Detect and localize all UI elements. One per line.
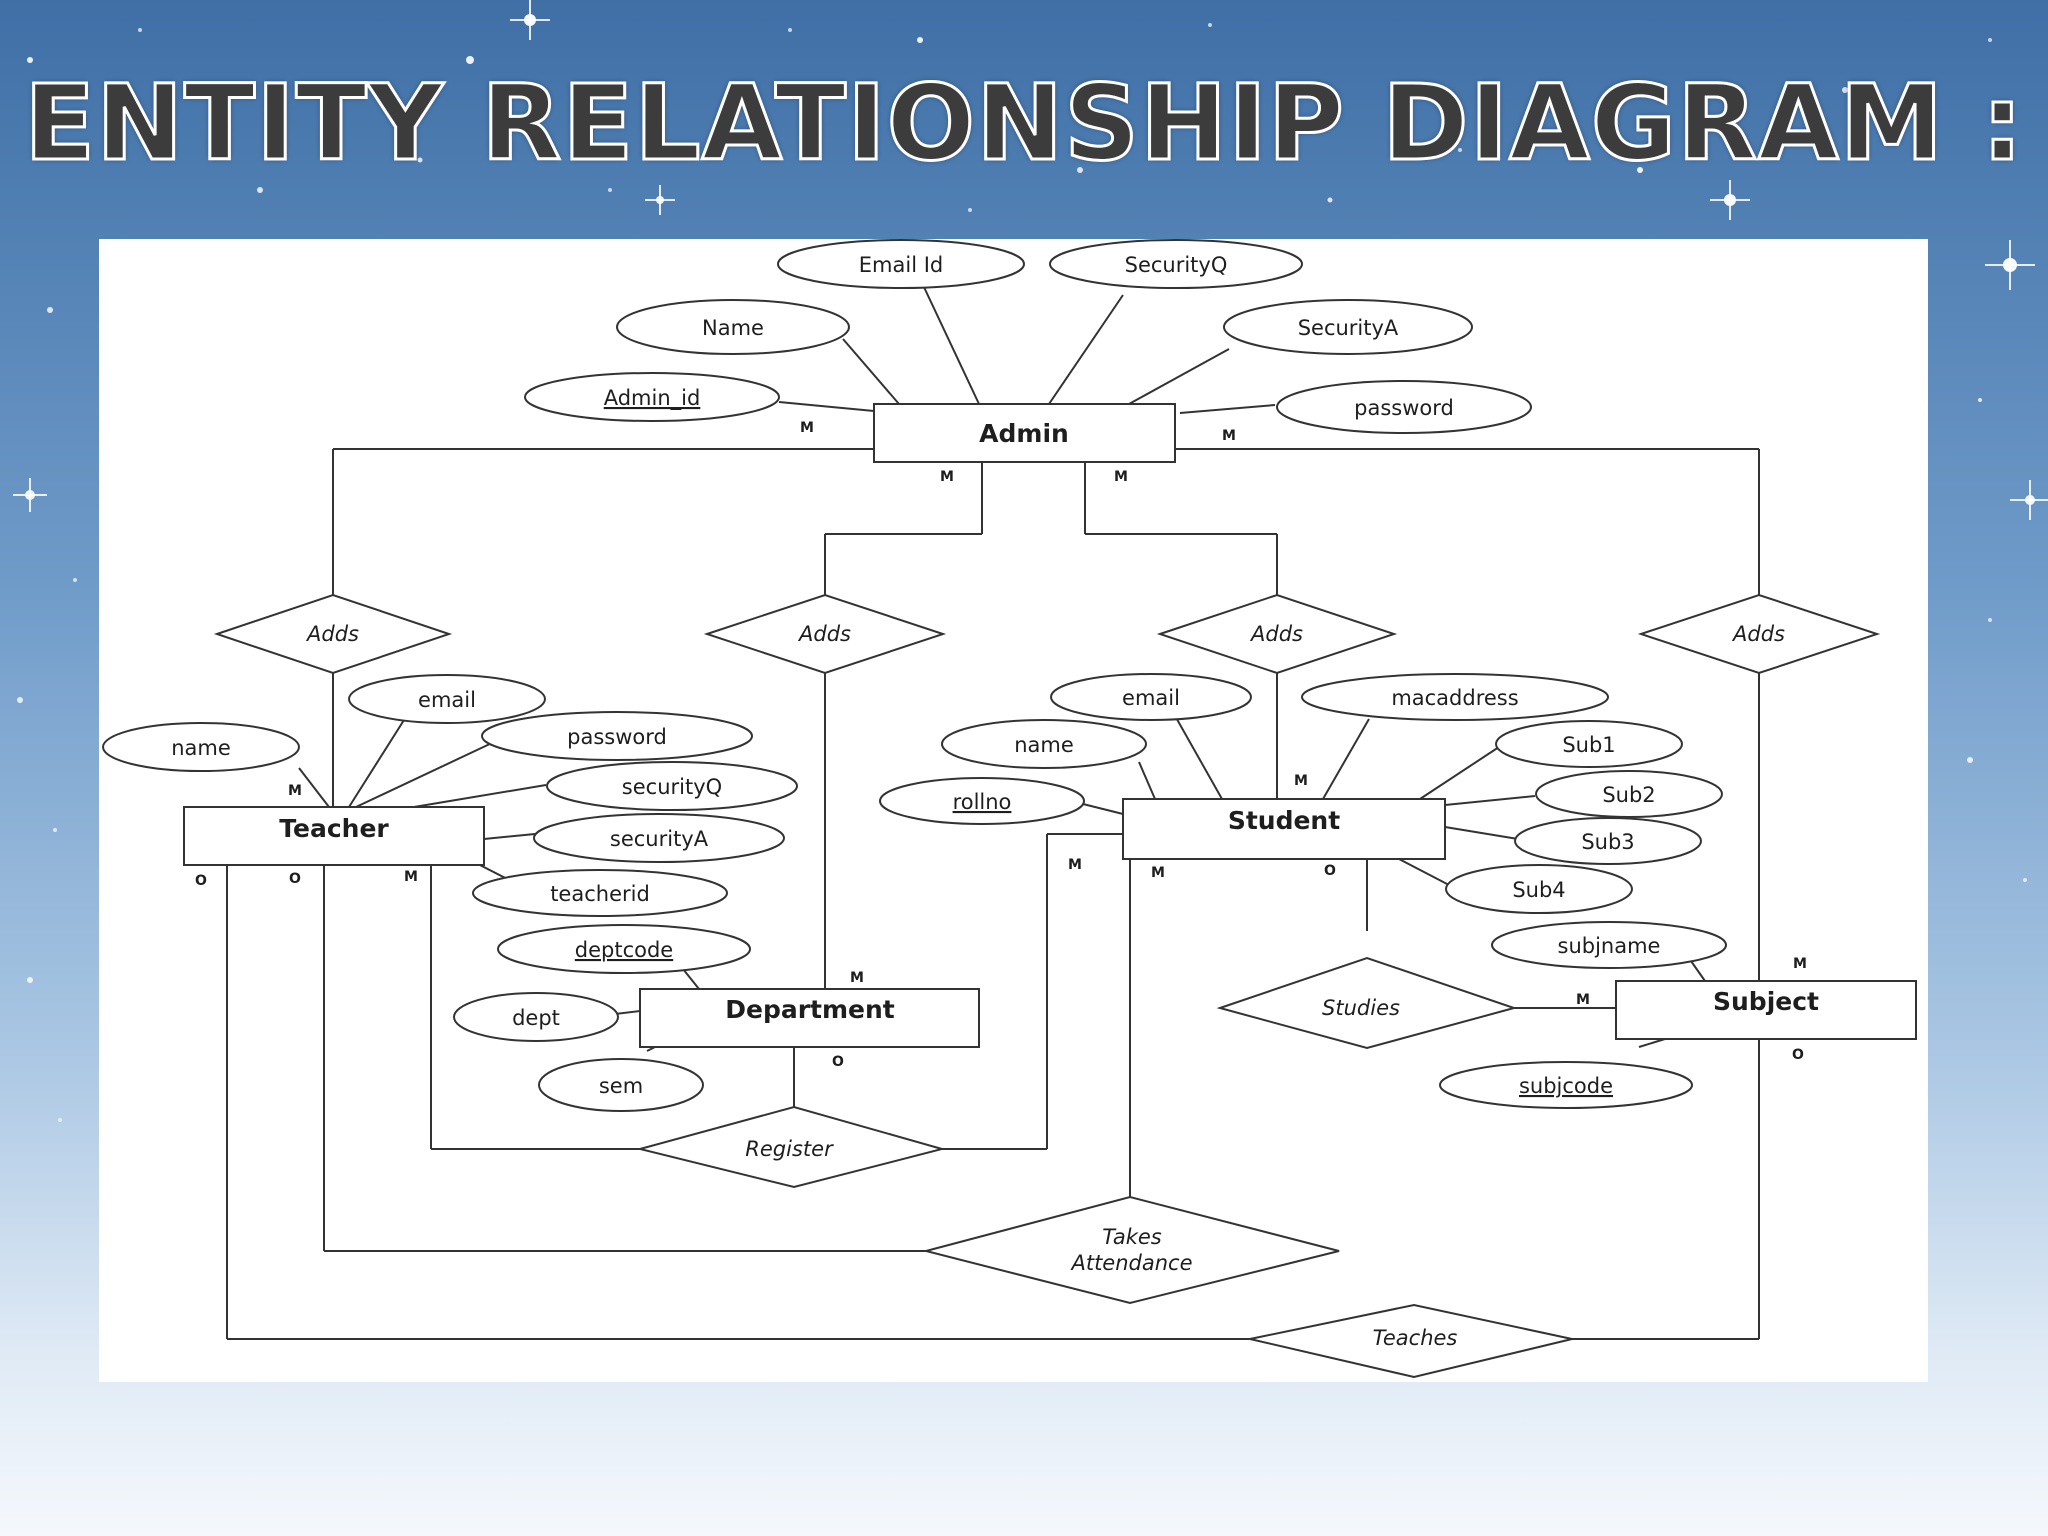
attr-subjname-label: subjname xyxy=(1558,934,1661,958)
attr-name-label: Name xyxy=(702,316,764,340)
cardinality-label: M xyxy=(1576,992,1590,1008)
attr-sem-label: sem xyxy=(599,1074,643,1098)
attr-rollno-ellipse xyxy=(879,777,1085,825)
attr-sem-ellipse xyxy=(538,1058,704,1112)
entity-subject-label: Subject xyxy=(1713,987,1819,1016)
relationship-teaches xyxy=(1249,1303,1573,1379)
attr-name-ellipse xyxy=(616,299,850,355)
cardinality-label: M xyxy=(1151,865,1165,881)
entity-student-label: Student xyxy=(1228,806,1340,835)
attr-student-name-label: name xyxy=(1014,733,1074,757)
er-diagram-panel: Email Id SecurityQ Name SecurityA Admin_… xyxy=(99,239,1928,1382)
attr-admin-id-label: Admin_id xyxy=(604,386,701,411)
attr-securitya-ellipse xyxy=(1223,299,1473,355)
attr-sub3-label: Sub3 xyxy=(1581,830,1634,854)
entity-teacher-box xyxy=(183,806,485,866)
relationship-studies-label: Studies xyxy=(1322,996,1400,1020)
cardinality-label: O xyxy=(1792,1047,1804,1063)
cardinality-label: M xyxy=(288,783,302,799)
attr-teacher-securitya-label: securityA xyxy=(610,827,709,851)
cardinality-label: M xyxy=(404,869,418,885)
attr-teacher-email-ellipse xyxy=(348,674,546,724)
attr-subjname-ellipse xyxy=(1491,921,1727,969)
cardinality-label: O xyxy=(195,873,207,889)
attr-subjcode-ellipse xyxy=(1439,1061,1693,1109)
relationship-adds-teacher-label: Adds xyxy=(305,622,359,646)
attr-deptcode-label: deptcode xyxy=(575,938,673,962)
attr-securitya-label: SecurityA xyxy=(1298,316,1399,340)
cardinality-label: M xyxy=(800,420,814,436)
attr-dept-label: dept xyxy=(512,1006,560,1030)
relationship-takes-attendance-label-1: Takes xyxy=(1102,1225,1162,1249)
cardinality-label: M xyxy=(1793,956,1807,972)
relationship-takes-attendance xyxy=(922,1195,1340,1305)
attr-securityq-ellipse xyxy=(1049,239,1303,289)
attr-sub1-label: Sub1 xyxy=(1562,733,1615,757)
attr-securityq-label: SecurityQ xyxy=(1125,253,1228,277)
attr-dept-ellipse xyxy=(453,992,619,1042)
entity-subject-box xyxy=(1615,980,1917,1040)
entity-department-box xyxy=(639,988,980,1048)
attr-student-email-ellipse xyxy=(1050,673,1252,721)
attr-email-id-ellipse xyxy=(777,239,1025,289)
attr-sub4-label: Sub4 xyxy=(1512,878,1565,902)
relationship-adds-student-label: Adds xyxy=(1249,622,1303,646)
relationship-adds-department xyxy=(703,593,947,675)
attr-sub3-ellipse xyxy=(1514,817,1702,865)
attr-teacher-password-label: password xyxy=(567,725,667,749)
cardinality-label: M xyxy=(1068,857,1082,873)
entity-admin-box xyxy=(873,403,1176,463)
attr-teacherid-ellipse xyxy=(472,869,728,917)
attr-teacher-securityq-ellipse xyxy=(546,761,798,811)
page-title: ENTITY RELATIONSHIP DIAGRAM : xyxy=(23,61,2025,186)
relationship-adds-department-label: Adds xyxy=(797,622,851,646)
attr-sub1-ellipse xyxy=(1495,720,1683,768)
attr-teacher-email-label: email xyxy=(418,688,476,712)
cardinality-label: M xyxy=(1114,469,1128,485)
attr-teacher-password-ellipse xyxy=(481,711,753,761)
cardinality-label: M xyxy=(1222,428,1236,444)
attr-macaddress-ellipse xyxy=(1301,673,1609,721)
relationship-adds-teacher xyxy=(213,593,453,675)
relationship-adds-student xyxy=(1156,593,1398,675)
attr-macaddress-label: macaddress xyxy=(1391,686,1518,710)
attr-email-id-label: Email Id xyxy=(859,253,943,277)
relationship-studies xyxy=(1216,956,1518,1050)
relationship-register-label: Register xyxy=(745,1137,834,1161)
entity-student-box xyxy=(1122,798,1446,860)
attr-sub2-label: Sub2 xyxy=(1602,783,1655,807)
cardinality-label: M xyxy=(850,970,864,986)
attr-password-label: password xyxy=(1354,396,1454,420)
er-diagram: Email Id SecurityQ Name SecurityA Admin_… xyxy=(102,239,1917,1379)
cardinality-label: M xyxy=(940,469,954,485)
relationship-register xyxy=(636,1105,946,1189)
relationship-teaches-label: Teaches xyxy=(1373,1326,1458,1350)
attr-teacher-securityq-label: securityQ xyxy=(622,775,722,799)
attr-teacher-name-ellipse xyxy=(102,722,300,772)
cardinality-label: O xyxy=(289,871,301,887)
cardinality-label: M xyxy=(1294,773,1308,789)
relationship-takes-attendance-label-2: Attendance xyxy=(1069,1251,1192,1275)
attr-student-name-ellipse xyxy=(941,719,1147,769)
entity-admin-label: Admin xyxy=(979,419,1069,448)
attr-teacher-name-label: name xyxy=(171,736,231,760)
cardinality-label: O xyxy=(832,1054,844,1070)
attr-sub2-ellipse xyxy=(1535,770,1723,818)
attr-rollno-label: rollno xyxy=(953,790,1012,814)
attr-sub4-ellipse xyxy=(1445,864,1633,914)
entity-teacher-label: Teacher xyxy=(279,814,389,843)
attr-teacherid-label: teacherid xyxy=(550,882,650,906)
relationship-adds-subject-label: Adds xyxy=(1731,622,1785,646)
attr-teacher-securitya-ellipse xyxy=(533,813,785,863)
attr-password-ellipse xyxy=(1276,380,1532,434)
relationship-adds-subject xyxy=(1637,593,1881,675)
attr-student-email-label: email xyxy=(1122,686,1180,710)
entity-department-label: Department xyxy=(725,995,895,1024)
attr-deptcode-ellipse xyxy=(497,924,751,974)
attr-admin-id-ellipse xyxy=(524,372,780,422)
cardinality-label: O xyxy=(1324,863,1336,879)
attr-subjcode-label: subjcode xyxy=(1519,1074,1613,1098)
